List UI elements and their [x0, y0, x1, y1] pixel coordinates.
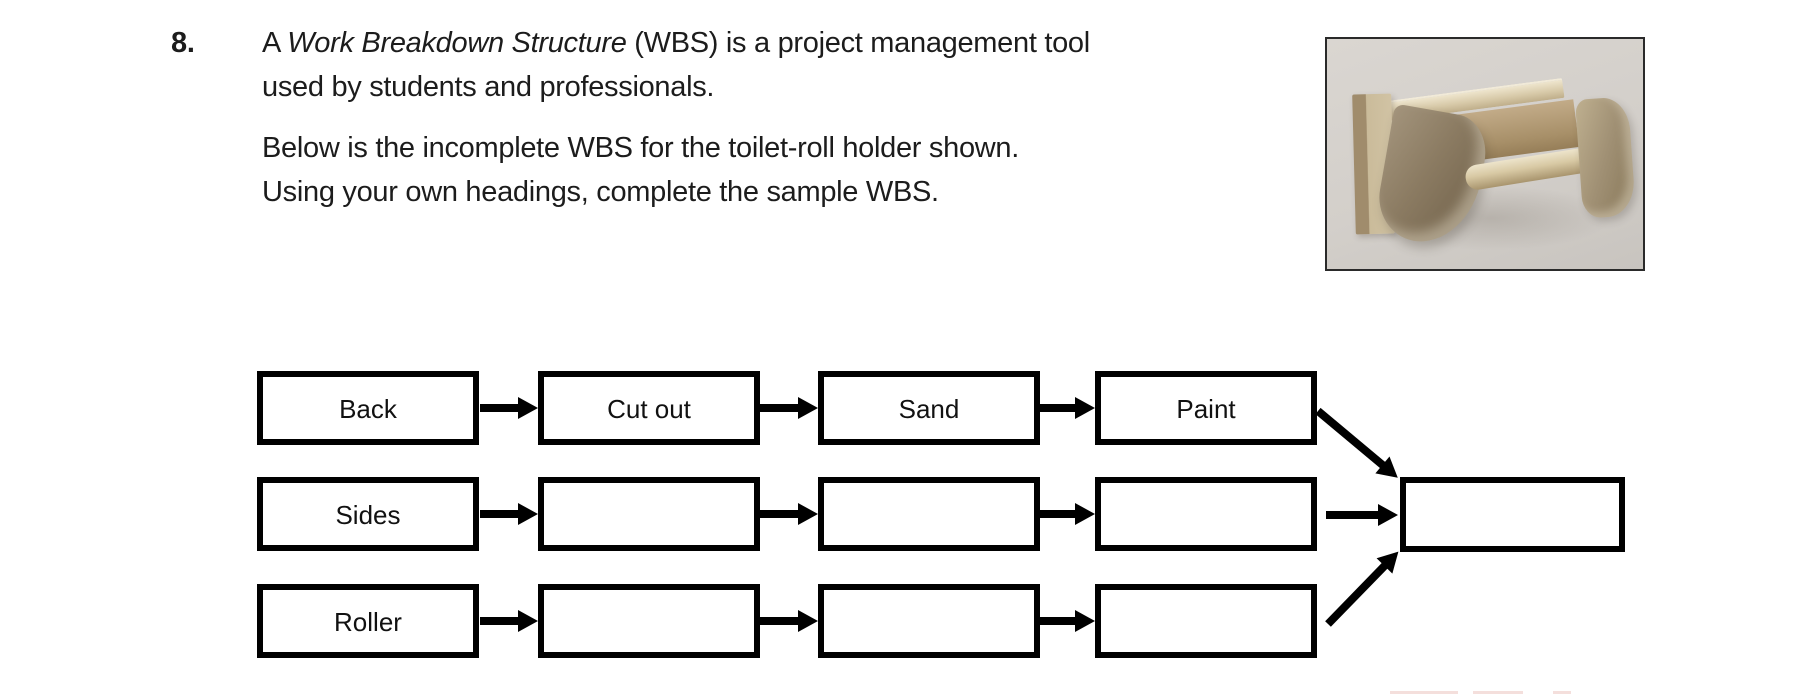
page-edge-artifact — [1473, 691, 1523, 694]
paragraph-1: A Work Breakdown Structure (WBS) is a pr… — [262, 21, 1090, 109]
wbs-empty-box[interactable] — [818, 477, 1040, 551]
page-edge-artifact — [1553, 691, 1571, 694]
paragraph-2: Below is the incomplete WBS for the toil… — [262, 126, 1090, 214]
wbs-box-roller: Roller — [257, 584, 479, 658]
photo-right-bracket — [1574, 96, 1637, 219]
wbs-box-sides: Sides — [257, 477, 479, 551]
wbs-box-paint: Paint — [1095, 371, 1317, 445]
wbs-empty-box[interactable] — [538, 584, 760, 658]
question-text: A Work Breakdown Structure (WBS) is a pr… — [262, 21, 1090, 214]
page-edge-artifact — [1390, 691, 1458, 694]
toilet-roll-holder-photo — [1325, 37, 1645, 271]
text-line: used by students and professionals. — [262, 71, 715, 103]
text-line: Using your own headings, complete the sa… — [262, 176, 939, 208]
wbs-box-cut-out: Cut out — [538, 371, 760, 445]
wbs-box-back: Back — [257, 371, 479, 445]
text-line: Below is the incomplete WBS for the toil… — [262, 132, 1019, 164]
arrow-up-right-icon — [1325, 543, 1407, 627]
wbs-empty-box[interactable] — [538, 477, 760, 551]
text-line: A Work Breakdown Structure (WBS) is a pr… — [262, 21, 1090, 65]
wbs-empty-box[interactable] — [1095, 584, 1317, 658]
text-run: (WBS) is a project management tool — [626, 27, 1090, 59]
wbs-empty-box[interactable] — [1095, 477, 1317, 551]
wbs-empty-box[interactable] — [818, 584, 1040, 658]
text-run-italic: Work Breakdown Structure — [287, 27, 627, 59]
arrow-down-right-icon — [1315, 407, 1405, 487]
question-number: 8. — [171, 27, 195, 59]
wbs-final-box[interactable] — [1400, 477, 1625, 552]
wbs-box-sand: Sand — [818, 371, 1040, 445]
text-run: A — [262, 27, 288, 59]
